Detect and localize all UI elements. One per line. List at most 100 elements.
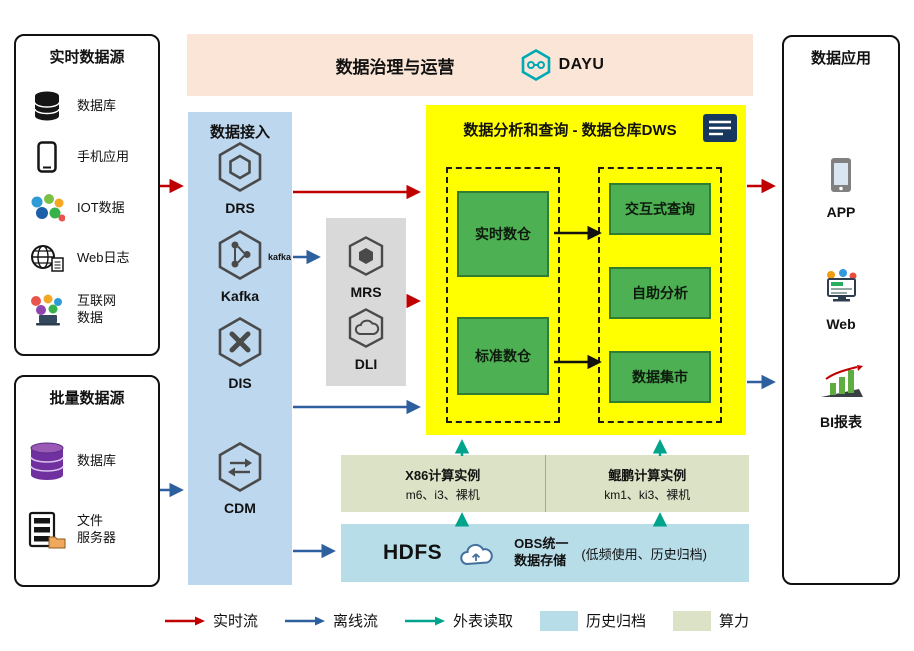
application-label: APP [826, 204, 856, 220]
hdfs-label: HDFS [382, 541, 443, 564]
service-label: DLI [354, 356, 378, 372]
source-item-database: 数据库 [16, 440, 158, 482]
batch-sources-list: 数据库 文件 服务器 [16, 408, 158, 585]
source-item-iot: IOT数据 [16, 193, 158, 223]
legend-item-offline: 离线流 [284, 610, 378, 631]
legend-item-external: 外表读取 [404, 610, 513, 631]
applications-title: 数据应用 [810, 50, 871, 67]
dws-title: 数据分析和查询 - 数据仓库DWS [463, 122, 677, 139]
ingestion-item-cdm: CDM [188, 442, 292, 516]
legend-item-archive: 历史归档 [540, 610, 646, 631]
source-item-internet: 互联网 数据 [16, 293, 158, 326]
x86-detail: m6、i3、裸机 [405, 487, 480, 502]
dayu-hexagon-icon [521, 49, 550, 81]
dayu-label: DAYU [558, 56, 605, 73]
dws-warehouse-group [446, 167, 560, 423]
governance-banner: 数据治理与运营 DAYU [187, 34, 753, 96]
application-item-web: Web [784, 269, 898, 332]
source-item-mobile: 手机应用 [16, 141, 158, 173]
application-item-app: APP [784, 157, 898, 220]
realtime-sources-title: 实时数据源 [49, 49, 125, 66]
dws-data-mart: 数据集市 [609, 351, 711, 403]
source-label: 数据库 [77, 97, 117, 113]
dws-standard-warehouse: 标准数仓 [457, 317, 549, 395]
ingestion-label: Kafka [220, 288, 260, 304]
legend-label: 算力 [719, 613, 750, 630]
applications-panel: 数据应用 APP Web [782, 35, 900, 585]
ingestion-title: 数据接入 [209, 124, 270, 141]
legend-item-compute: 算力 [673, 610, 749, 631]
kunpeng-compute: 鲲鹏计算实例 km1、ki3、裸机 [544, 455, 750, 512]
x86-compute: X86计算实例 m6、i3、裸机 [341, 455, 545, 512]
database-icon [26, 91, 68, 121]
legend-item-realtime: 实时流 [164, 610, 258, 631]
ingestion-item-kafka: kafka Kafka [188, 230, 292, 304]
kafka-wordmark: kafka [267, 252, 291, 262]
service-item-dli: DLI [326, 308, 406, 372]
iot-icon [26, 193, 68, 223]
x86-title: X86计算实例 [405, 467, 481, 483]
source-item-weblog: Web日志 [16, 243, 158, 273]
dws-self-service-analysis: 自助分析 [609, 267, 711, 319]
realtime-flow-arrow-icon [164, 616, 205, 625]
web-browser-icon [827, 269, 857, 302]
ingestion-label: DIS [228, 375, 252, 391]
source-label: 文件 服务器 [77, 513, 117, 545]
batch-sources-panel: 批量数据源 数据库 [14, 375, 160, 587]
application-label: Web [826, 316, 856, 332]
offline-flow-arrow-icon [284, 616, 325, 625]
ingestion-item-drs: DRS [188, 142, 292, 216]
application-item-bi: BI报表 [784, 365, 898, 432]
app-phone-icon [831, 158, 851, 192]
dws-document-icon [703, 114, 737, 142]
legend-label: 离线流 [332, 613, 378, 630]
cdm-icon [218, 442, 262, 492]
storage-box: HDFS OBS统一 数据存储 (低频使用、历史归档) [341, 524, 749, 582]
source-label: 数据库 [77, 453, 117, 469]
legend-label: 实时流 [212, 613, 258, 630]
drs-icon [218, 142, 262, 192]
dli-icon [348, 308, 384, 348]
legend-label: 历史归档 [586, 613, 647, 630]
compute-swatch [673, 610, 712, 631]
service-label: MRS [350, 284, 382, 300]
legend-label: 外表读取 [452, 613, 513, 630]
bi-report-icon [821, 365, 863, 397]
realtime-sources-panel: 实时数据源 数据库 [14, 34, 160, 356]
obs-cloud-icon [460, 543, 493, 566]
application-label: BI报表 [820, 414, 862, 430]
realtime-sources-list: 数据库 手机应用 [16, 67, 158, 354]
mobile-phone-icon [26, 141, 68, 173]
mrs-icon [348, 236, 384, 276]
compute-instances-box: X86计算实例 m6、i3、裸机 鲲鹏计算实例 km1、ki3、裸机 [341, 455, 749, 512]
archive-swatch [540, 610, 578, 631]
kunpeng-title: 鲲鹏计算实例 [608, 467, 687, 483]
file-server-icon [26, 511, 68, 549]
obs-storage-label: OBS统一 数据存储 [514, 536, 569, 568]
source-label: Web日志 [77, 250, 130, 266]
service-item-mrs: MRS [326, 236, 406, 300]
kunpeng-detail: km1、ki3、裸机 [604, 487, 691, 502]
dws-realtime-warehouse: 实时数仓 [457, 191, 549, 277]
ingestion-label: CDM [224, 500, 256, 516]
analytics-services-box: MRS DLI [326, 218, 406, 386]
storage-note: (低频使用、历史归档) [581, 546, 707, 562]
kafka-icon [218, 230, 262, 280]
batch-sources-title: 批量数据源 [49, 390, 125, 407]
governance-title: 数据治理与运营 [335, 57, 455, 77]
ingestion-column: 数据接入 DRS kafka Kafka [188, 112, 292, 585]
source-label: IOT数据 [77, 200, 125, 216]
legend: 实时流 离线流 外表读取 历史归档 算力 [0, 610, 914, 631]
dayu-logo: DAYU [521, 49, 605, 81]
dis-icon [218, 317, 262, 367]
source-item-database: 数据库 [16, 91, 158, 121]
external-read-arrow-icon [404, 616, 445, 625]
dws-interactive-query: 交互式查询 [609, 183, 711, 235]
source-label: 手机应用 [77, 149, 130, 165]
ingestion-label: DRS [225, 200, 255, 216]
dws-box: 数据分析和查询 - 数据仓库DWS 实时数仓 标准数仓 交互式查询 自助分析 数… [426, 105, 746, 435]
web-log-icon [26, 243, 68, 273]
database-stack-icon [26, 440, 68, 482]
internet-data-icon [26, 294, 68, 326]
